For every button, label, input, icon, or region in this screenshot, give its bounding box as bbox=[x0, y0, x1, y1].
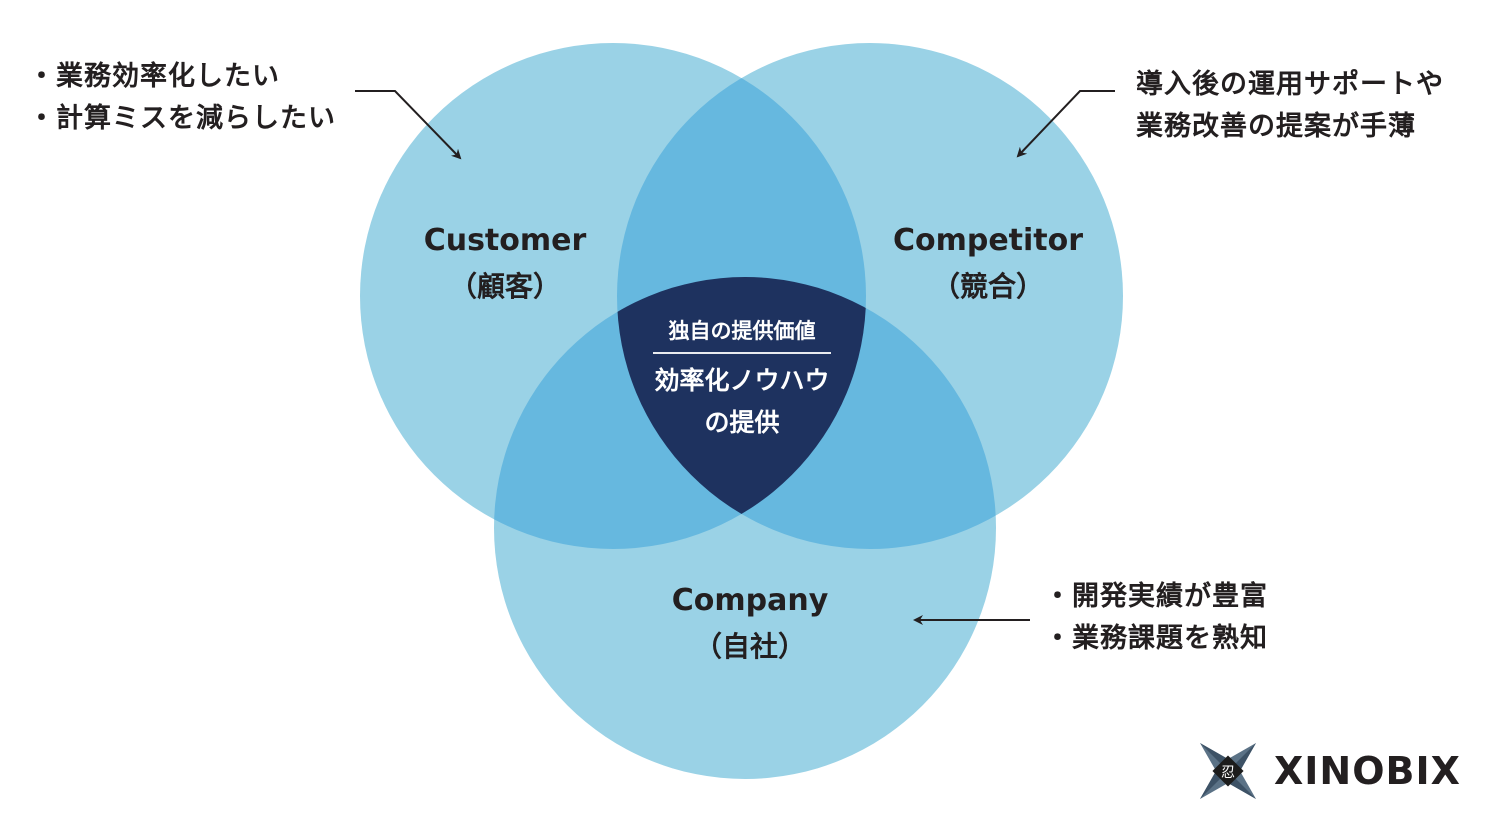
center-divider bbox=[653, 352, 831, 354]
unique-value-proposition: 独自の提供価値 効率化ノウハウ の提供 bbox=[620, 312, 864, 444]
customer-label: Customer （顧客） bbox=[385, 218, 625, 310]
center-value-line2: の提供 bbox=[704, 408, 780, 437]
customer-note: ・業務効率化したい ・計算ミスを減らしたい bbox=[28, 56, 336, 140]
company-note-item: ・開発実績が豊富 bbox=[1044, 581, 1268, 612]
competitor-note-line: 導入後の運用サポートや bbox=[1136, 69, 1444, 100]
competitor-label-jp: （競合） bbox=[931, 270, 1044, 303]
customer-arrow bbox=[355, 90, 462, 160]
competitor-note: 導入後の運用サポートや 業務改善の提案が手薄 bbox=[1136, 64, 1444, 148]
xinobix-logo: 忍 XINOBIX bbox=[1198, 740, 1461, 802]
logo-text: XINOBIX bbox=[1274, 749, 1461, 793]
customer-note-item: ・計算ミスを減らしたい bbox=[28, 103, 336, 134]
competitor-note-line: 業務改善の提案が手薄 bbox=[1136, 111, 1416, 142]
competitor-label-en: Competitor bbox=[892, 223, 1084, 258]
svg-text:忍: 忍 bbox=[1221, 765, 1235, 781]
competitor-label: Competitor （競合） bbox=[868, 218, 1108, 310]
company-label: Company （自社） bbox=[630, 578, 870, 670]
company-note: ・開発実績が豊富 ・業務課題を熟知 bbox=[1044, 576, 1268, 660]
customer-label-jp: （顧客） bbox=[448, 270, 561, 303]
center-value-line1: 効率化ノウハウ bbox=[654, 366, 830, 395]
company-label-jp: （自社） bbox=[693, 630, 806, 663]
customer-label-en: Customer bbox=[423, 223, 587, 258]
center-title: 独自の提供価値 bbox=[668, 319, 816, 343]
company-note-item: ・業務課題を熟知 bbox=[1044, 623, 1268, 654]
competitor-arrow bbox=[1016, 90, 1115, 158]
company-label-en: Company bbox=[671, 583, 829, 618]
customer-note-item: ・業務効率化したい bbox=[28, 61, 280, 92]
shuriken-icon: 忍 bbox=[1200, 743, 1256, 799]
